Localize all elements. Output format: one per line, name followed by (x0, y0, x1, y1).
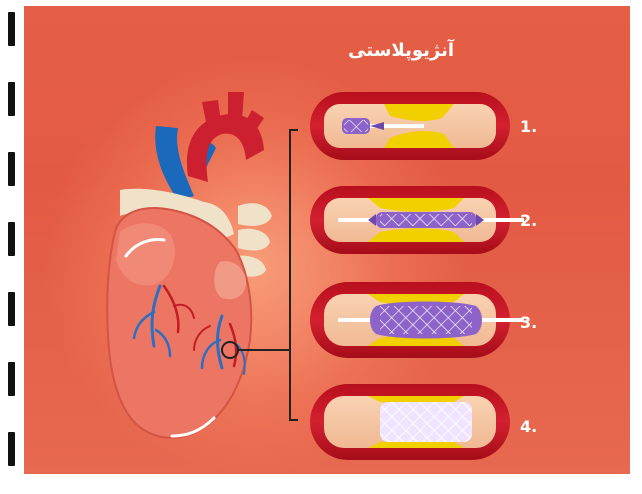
angioplasty-diagram: 1. 2. (24, 6, 630, 474)
step-1-label: 1. (520, 117, 537, 136)
dash-mark (8, 362, 15, 396)
heart-illustration (107, 92, 284, 438)
step-4-label: 4. (520, 417, 537, 436)
dash-mark (8, 222, 15, 256)
dash-mark (8, 152, 15, 186)
vessel-step-2: 2. (310, 186, 537, 254)
dash-mark (8, 82, 15, 116)
angioplasty-panel: آنژیوپلاستی (24, 6, 630, 474)
vessel-step-1: 1. (310, 92, 537, 160)
dash-mark (8, 12, 15, 46)
dash-mark (8, 432, 15, 466)
dash-mark (8, 292, 15, 326)
pulmonary-vein-2 (238, 229, 270, 251)
pulmonary-vein-1 (238, 203, 272, 226)
vessel-step-3: 3. (310, 282, 537, 358)
vessel-step-4: 4. (310, 384, 537, 460)
step-2-label: 2. (520, 211, 537, 230)
aorta-branch-2 (228, 92, 244, 120)
steps-bracket (284, 130, 298, 420)
step-3-label: 3. (520, 313, 537, 332)
left-dashes (8, 12, 16, 482)
